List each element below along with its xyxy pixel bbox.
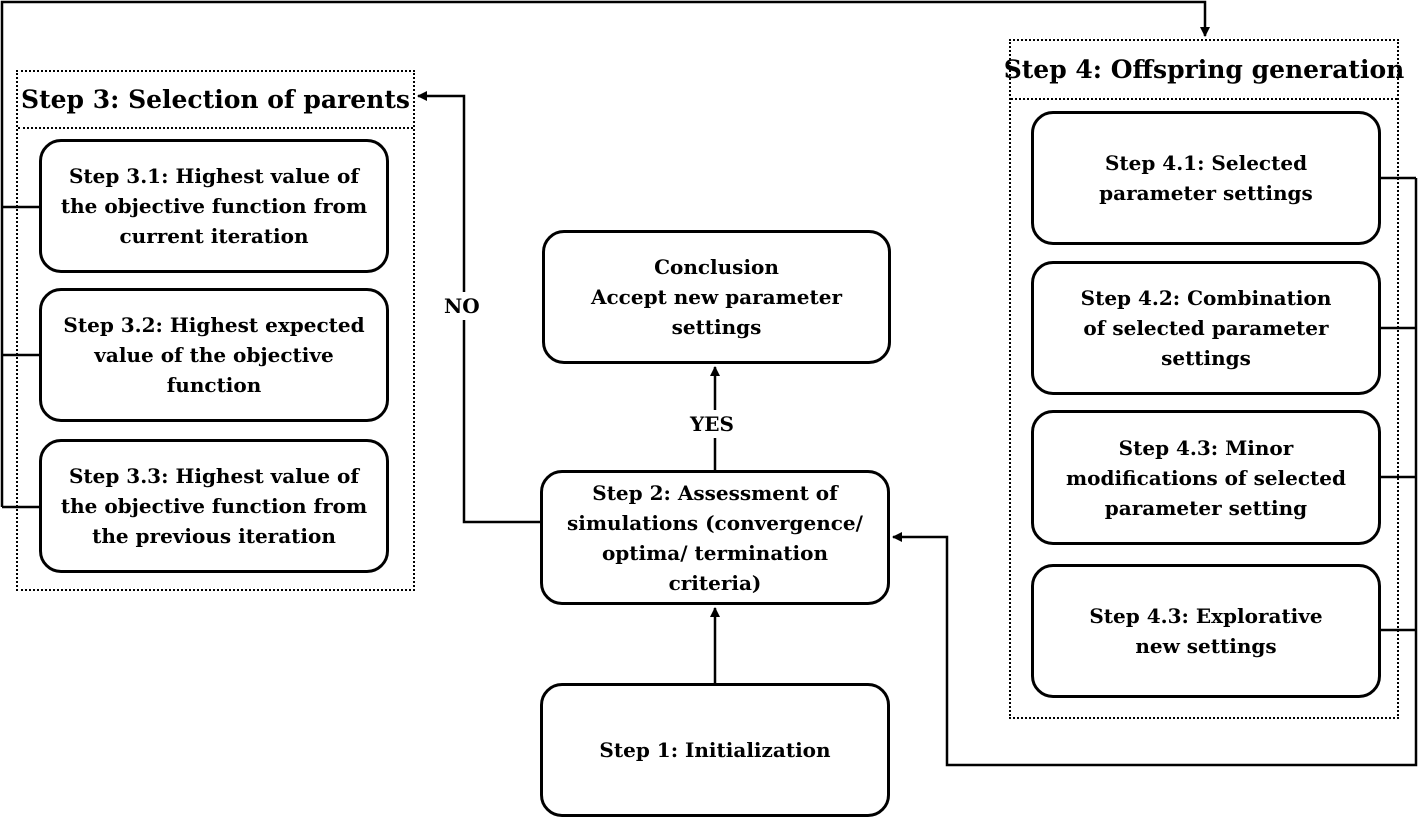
group-title-selection: Step 3: Selection of parents [18,72,413,129]
node-step4-2: Step 4.2: Combination of selected parame… [1031,261,1381,395]
node-step4-3a: Step 4.3: Minor modifications of selecte… [1031,410,1381,545]
edge-label-no: NO [441,292,483,320]
node-step2: Step 2: Assessment of simulations (conve… [540,470,890,605]
node-step4-3a-label: Step 4.3: Minor modifications of selecte… [1065,435,1347,520]
edge-step3-to-step4 [0,0,1210,507]
node-step2-label: Step 2: Assessment of simulations (conve… [567,480,863,595]
group-offspring-generation: Step 4: Offspring generation [1004,39,1404,719]
node-step1: Step 1: Initialization [540,683,890,817]
group-selection-of-parents: Step 3: Selection of parents [16,70,415,591]
node-step1-label: Step 1: Initialization [599,738,831,762]
node-conclusion: Conclusion Accept new parameter settings [542,230,891,364]
node-step4-3b-label: Step 4.3: Explorative new settings [1089,604,1323,658]
node-step4-1: Step 4.1: Selected parameter settings [1031,111,1381,245]
node-step4-2-label: Step 4.2: Combination of selected parame… [1080,286,1332,370]
node-step3-1-label: Step 3.1: Highest value of the objective… [60,164,368,248]
edge-step4-to-step2 [892,178,1418,767]
node-step3-3-label: Step 3.3: Highest value of the objective… [60,464,368,548]
node-conclusion-label: Conclusion Accept new parameter settings [590,255,843,339]
node-step3-1: Step 3.1: Highest value of the objective… [39,139,389,273]
node-step4-3b: Step 4.3: Explorative new settings [1031,564,1381,698]
node-step3-2-label: Step 3.2: Highest expected value of the … [63,313,365,397]
node-step3-2: Step 3.2: Highest expected value of the … [39,288,389,422]
node-step4-1-label: Step 4.1: Selected parameter settings [1099,151,1313,205]
group-title-offspring: Step 4: Offspring generation [1004,41,1404,100]
edge-label-yes: YES [687,410,737,438]
node-step3-3: Step 3.3: Highest value of the objective… [39,439,389,573]
